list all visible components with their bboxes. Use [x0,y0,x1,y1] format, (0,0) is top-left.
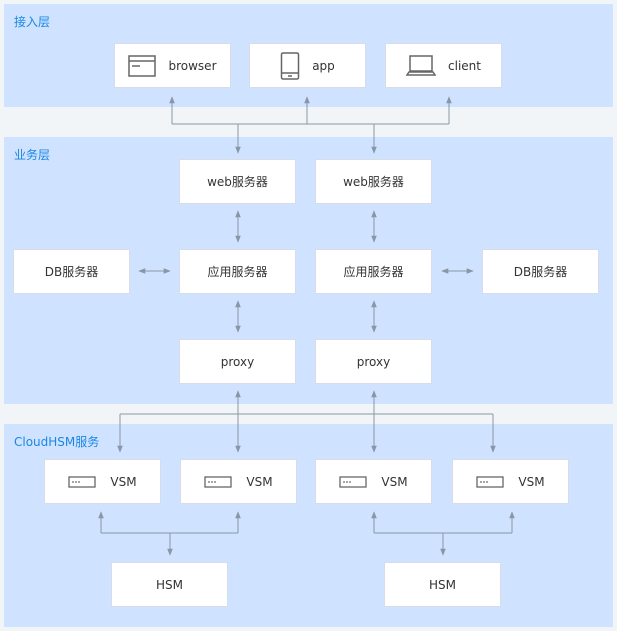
db-server-right: DB服务器 [482,249,599,294]
server-unit-icon [339,475,368,488]
vsm-node-2: VSM [180,459,297,504]
business-layer-title: 业务层 [14,148,51,162]
proxy-left: proxy [179,339,296,384]
app-label: app [312,58,335,73]
server-unit-icon [68,475,97,488]
vsm-label: VSM [518,474,545,489]
browser-node: browser [114,43,231,88]
server-unit-icon [204,475,233,488]
access-layer-title: 接入层 [14,15,51,29]
vsm-node-4: VSM [452,459,569,504]
app-server-right: 应用服务器 [315,249,432,294]
cloudhsm-layer-title: CloudHSM服务 [14,435,100,449]
mobile-phone-icon [280,51,300,80]
vsm-label: VSM [110,474,137,489]
vsm-node-1: VSM [44,459,161,504]
proxy-right: proxy [315,339,432,384]
vsm-label: VSM [246,474,273,489]
server-unit-icon [476,475,505,488]
vsm-node-3: VSM [315,459,432,504]
hsm-node-right: HSM [384,562,501,607]
client-node: client [385,43,502,88]
client-label: client [448,58,481,73]
browser-window-icon [128,54,157,77]
cloudhsm-layer: CloudHSM服务 [4,424,613,627]
laptop-icon [406,54,437,77]
db-server-left: DB服务器 [13,249,130,294]
browser-label: browser [168,58,217,73]
web-server-right: web服务器 [315,159,432,204]
hsm-node-left: HSM [111,562,228,607]
web-server-left: web服务器 [179,159,296,204]
app-server-left: 应用服务器 [179,249,296,294]
app-node: app [249,43,366,88]
vsm-label: VSM [381,474,408,489]
